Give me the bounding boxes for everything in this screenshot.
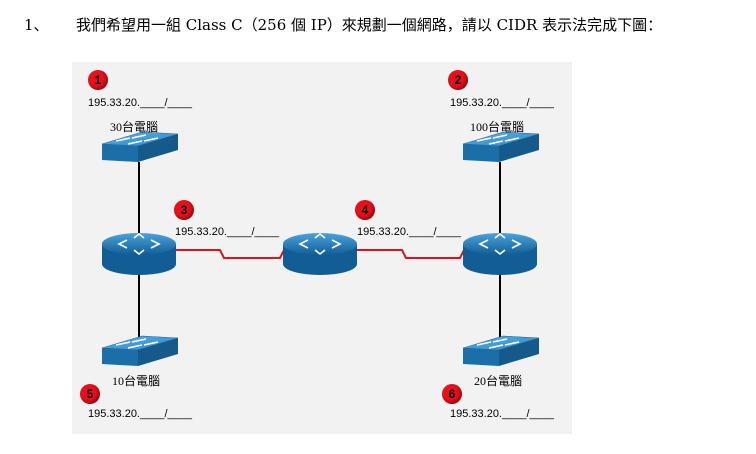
badge-3: 3: [174, 200, 194, 220]
badge-2: 2: [448, 70, 468, 90]
ip-label-2: 195.33.20.____/____: [450, 97, 554, 109]
question-number: 1、: [24, 16, 49, 34]
badge-1: 1: [88, 70, 108, 90]
switch-bottom-right: [462, 335, 540, 366]
network-diagram: 1 2 3 4 5 6 195.33.20.____/____ 195.33.2…: [72, 62, 572, 434]
question-text: 我們希望用一組 Class C（256 個 IP）來規劃一個網路，請以 CIDR…: [76, 16, 663, 34]
badge-6: 6: [442, 384, 462, 404]
switch-top-right: [462, 131, 540, 162]
badge-4: 4: [355, 200, 375, 220]
pc-label-top-left: 30台電腦: [110, 120, 159, 134]
router-middle: [283, 232, 357, 275]
badge-5: 5: [80, 384, 100, 404]
ip-label-5: 195.33.20.____/____: [88, 408, 192, 420]
ip-label-4: 195.33.20.____/____: [357, 226, 461, 238]
switch-top-left: [101, 131, 179, 162]
network-topology: [101, 131, 540, 366]
pc-label-top-right: 100台電腦: [470, 120, 525, 134]
switch-bottom-left: [101, 335, 179, 366]
pc-label-bottom-right: 20台電腦: [474, 374, 523, 388]
wan-link-left: [176, 249, 285, 259]
router-right: [463, 232, 537, 275]
pc-label-bottom-left: 10台電腦: [112, 374, 161, 388]
router-left: [102, 232, 176, 275]
ip-label-1: 195.33.20.____/____: [88, 97, 192, 109]
ip-label-3: 195.33.20.____/____: [175, 226, 279, 238]
wan-link-right: [356, 249, 465, 259]
ip-label-6: 195.33.20.____/____: [450, 408, 554, 420]
